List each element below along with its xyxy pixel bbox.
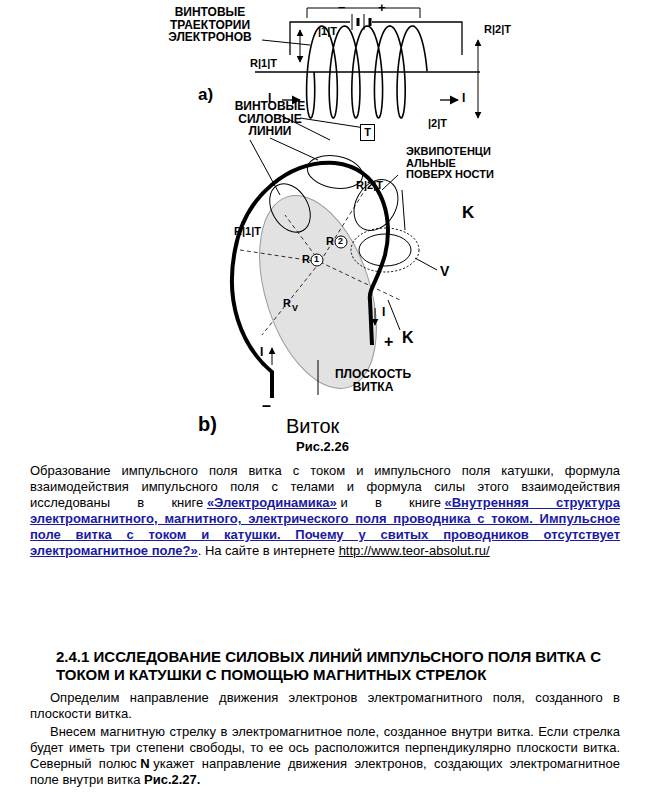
figure-label: R <box>302 254 310 266</box>
body-paragraph: Определим направление движения электроно… <box>30 690 620 722</box>
coil-helix <box>307 26 427 118</box>
figure-label: R|1|T <box>250 58 277 70</box>
figure-label: I <box>382 306 385 319</box>
figure-label: K <box>462 204 474 222</box>
body-paragraph: Образование импульсного поля витка с ток… <box>30 463 620 559</box>
figure-label: R <box>326 236 334 248</box>
figure-label: R|2|T <box>484 24 511 36</box>
center-mark <box>311 254 323 266</box>
body-paragraph: Внесем магнитную стрелку в электромагнит… <box>30 724 620 788</box>
figure-label: I <box>260 346 263 359</box>
figure-label: ПЛОСКОСТЬ ВИТКА <box>328 368 418 393</box>
figure-caption: Рис.2.26 <box>0 440 645 454</box>
radius-lines <box>240 190 400 335</box>
figure-label: V <box>292 304 298 313</box>
figure-label: ВИНТОВЫЕ ТРАЕКТОРИИ ЭЛЕКТРОНОВ <box>150 6 270 44</box>
figure-label: 2 <box>338 237 343 246</box>
figure-label: |2|T <box>428 118 447 130</box>
figure-label: a) <box>198 86 213 104</box>
coil-winding <box>307 26 427 118</box>
figure-label: R <box>283 298 291 310</box>
figure-label: Виток <box>286 416 339 437</box>
figure-label: R|1|T <box>234 226 261 238</box>
text-run: Рис.2.27. <box>144 772 200 787</box>
wire-loop <box>232 163 388 398</box>
figure-label: K <box>402 330 414 347</box>
center-mark <box>335 236 347 248</box>
figure-label: 1 <box>314 255 319 264</box>
figure-label: V <box>440 264 449 279</box>
figure-label: + <box>384 334 393 351</box>
symbol-box: T <box>360 124 375 141</box>
section-heading: 2.4.1 ИССЛЕДОВАНИЕ СИЛОВЫХ ЛИНИЙ ИМПУЛЬС… <box>56 648 636 684</box>
text-run: и в книге <box>340 495 440 510</box>
figure-label: R|2|T <box>356 180 383 192</box>
text-run: «Электродинамика» <box>207 495 337 510</box>
figure-label: |1|T <box>318 26 337 38</box>
figure-label: – <box>338 0 345 14</box>
text-run: Определим направление движения электроно… <box>30 690 620 721</box>
symbol-text: T <box>361 125 374 138</box>
figure-label: – <box>262 398 271 415</box>
text-run: http://www.teor-absolut.ru/ <box>339 543 490 558</box>
figure-label: I <box>462 92 465 105</box>
figure-label: + <box>378 1 386 15</box>
figure-label: b) <box>198 414 217 435</box>
figure-label: ЭКВИПОТЕНЦИ АЛЬНЫЕ ПОВЕРХ НОСТИ <box>406 146 496 181</box>
leader-line <box>318 360 319 395</box>
figure-label: ВИНТОВЫЕ СИЛОВЫЕ ЛИНИИ <box>220 100 320 138</box>
text-run: . На сайте в интернете <box>198 543 335 558</box>
text-run: N <box>140 756 149 771</box>
